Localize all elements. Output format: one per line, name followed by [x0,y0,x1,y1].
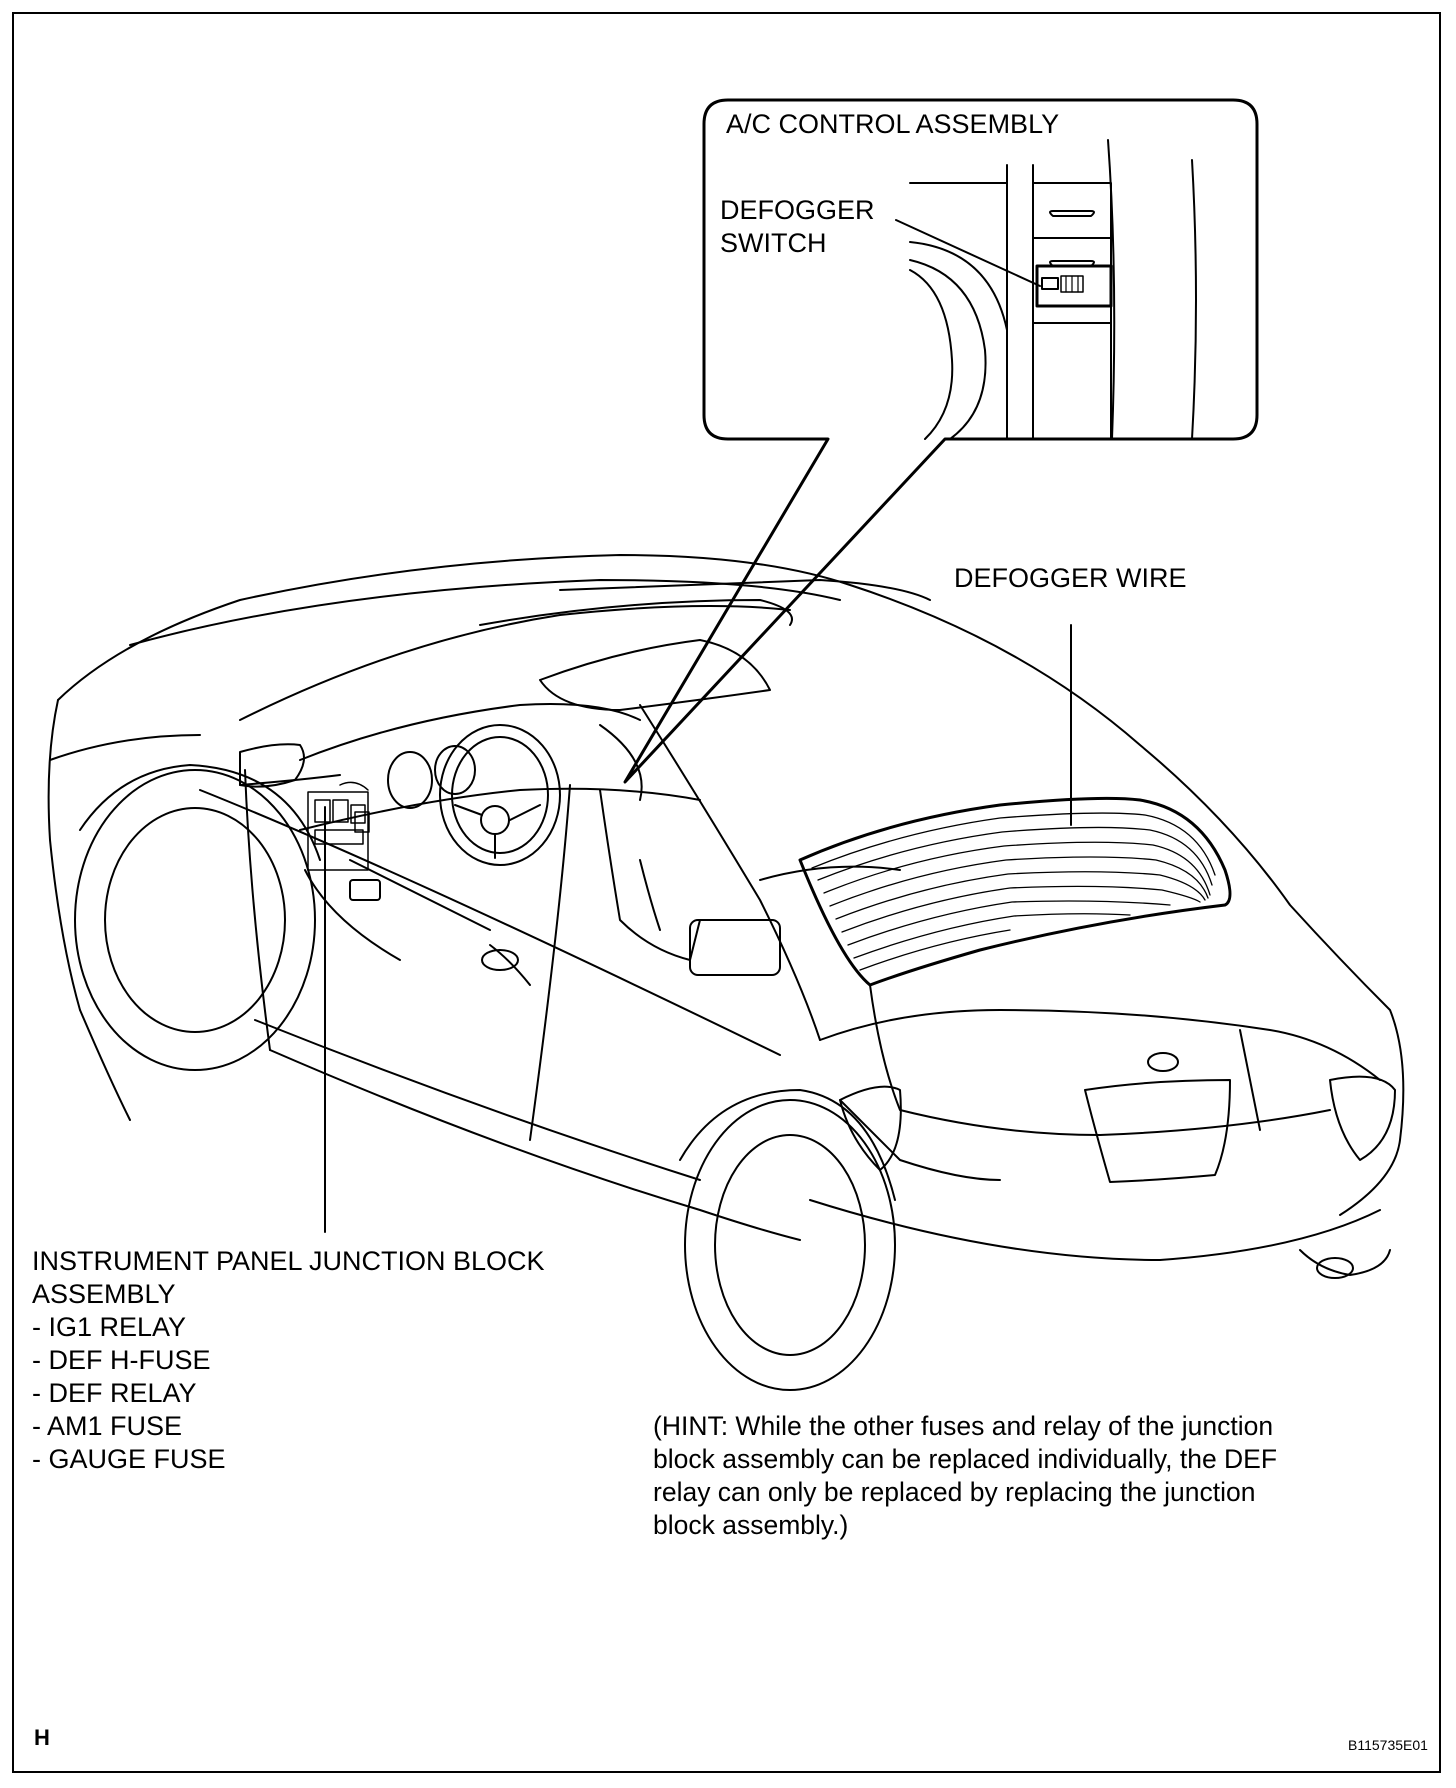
rear-window [798,796,1232,987]
hint-line: block assembly can be replaced individua… [653,1444,1278,1474]
defogger-wire-label: DEFOGGER WIRE [954,563,1187,593]
steering-wheel [439,724,561,866]
defogger-switch-label-line2: SWITCH [720,228,827,258]
junction-item-def-relay: - DEF RELAY [32,1378,197,1408]
junction-item-def-h-fuse: - DEF H-FUSE [32,1345,211,1375]
hint-line: relay can only be replaced by replacing … [653,1477,1256,1507]
junction-block [307,781,370,871]
front-wheel [74,769,316,1071]
junction-block-title-line2: ASSEMBLY [32,1279,176,1309]
car-body [47,554,1405,1391]
junction-item-gauge-fuse: - GAUGE FUSE [32,1444,226,1474]
corner-letter: H [34,1725,50,1750]
junction-block-list: INSTRUMENT PANEL JUNCTION BLOCK ASSEMBLY… [32,1245,545,1476]
figure-code: B115735E01 [1348,1737,1428,1753]
junction-item-am1-fuse: - AM1 FUSE [32,1411,183,1441]
defogger-grid [811,812,1216,971]
rear-wheel [684,1099,896,1391]
hint-line: block assembly.) [653,1510,849,1540]
emblem [1147,1052,1179,1072]
ac-control-panel-detail [895,139,1197,440]
figure-frame [12,12,1441,1773]
junction-block-title-line1: INSTRUMENT PANEL JUNCTION BLOCK [32,1246,545,1276]
junction-item-ig1-relay: - IG1 RELAY [32,1312,187,1342]
defogger-switch-leader [895,219,1041,287]
hint-note: (HINT: While the other fuses and relay o… [653,1410,1303,1542]
exhaust [1316,1257,1354,1279]
callout-title: A/C CONTROL ASSEMBLY [726,109,1060,139]
hint-line: (HINT: While the other fuses and relay o… [653,1411,1274,1441]
license-plate [1084,1079,1231,1183]
defogger-switch-label-line1: DEFOGGER [720,195,875,225]
